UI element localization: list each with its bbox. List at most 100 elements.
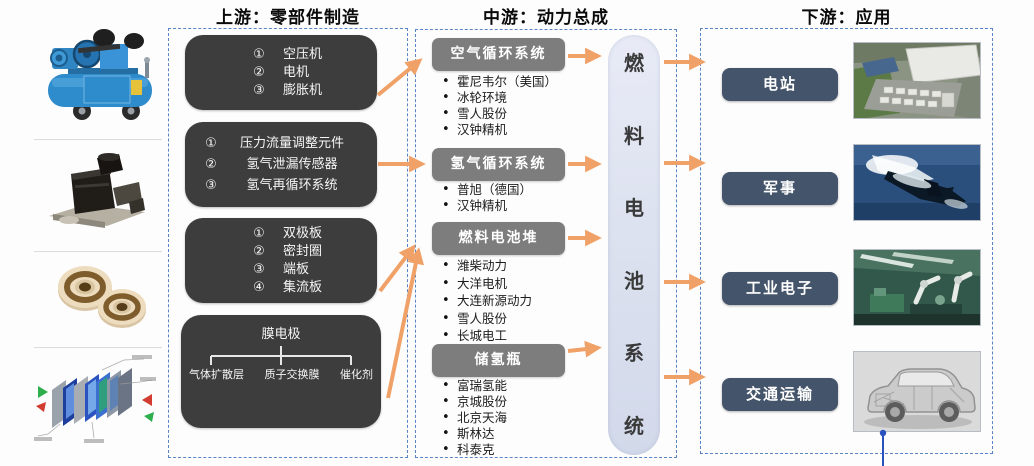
photo-divider xyxy=(34,139,162,140)
tree-child-label: 催化剂 xyxy=(340,368,373,381)
company-item: 大洋电机 xyxy=(440,275,610,293)
membrane-electrode-tree-box: 膜电极 气体扩散层 质子交换膜 催化剂 xyxy=(181,315,381,428)
upstream-panel xyxy=(168,28,408,458)
fuel-cell-stack-companies: 潍柴动力 大洋电机 大连新源动力 雪人股份 长城电工 xyxy=(440,257,610,345)
app-military-button: 军事 xyxy=(722,172,838,205)
capsule-char: 系 xyxy=(624,341,644,366)
company-item: 长城电工 xyxy=(440,327,610,345)
company-name: 北京天海 xyxy=(457,410,508,425)
item-label: 空压机 xyxy=(283,47,323,62)
photo-divider xyxy=(34,251,162,252)
hydrogen-storage-companies: 富瑞氢能 京城股份 北京天海 斯林达 科泰克 xyxy=(440,378,610,458)
item-number: ① xyxy=(253,47,265,62)
submarine-photo xyxy=(853,144,981,221)
capsule-char: 池 xyxy=(624,268,644,293)
company-item: 冰轮环境 xyxy=(440,90,610,106)
list-item: ③ 膨胀机 xyxy=(251,84,377,97)
company-item: 雪人股份 xyxy=(440,106,610,122)
company-name: 京城股份 xyxy=(457,394,508,409)
company-item: 普旭（德国） xyxy=(440,182,610,198)
photo-divider xyxy=(34,347,162,348)
list-item: ① 压力流量调整元件 xyxy=(203,137,365,150)
capsule-char: 料 xyxy=(624,123,644,148)
capsule-char: 统 xyxy=(624,413,644,438)
company-name: 大连新源动力 xyxy=(457,293,533,308)
item-label: 氢气再循环系统 xyxy=(246,178,338,193)
item-number: ① xyxy=(253,226,265,241)
downstream-header: 下游：应用 xyxy=(801,8,892,28)
item-number: ② xyxy=(205,157,217,172)
item-label: 电机 xyxy=(283,65,310,80)
company-item: 京城股份 xyxy=(440,394,610,410)
company-item: 大连新源动力 xyxy=(440,292,610,310)
list-item: ② 密封圈 xyxy=(251,245,377,258)
tree-connector xyxy=(210,346,352,365)
item-number: ③ xyxy=(253,262,265,277)
list-item: ① 空压机 xyxy=(251,48,377,61)
list-item: ② 电机 xyxy=(251,66,377,79)
company-name: 汉钟精机 xyxy=(457,122,508,137)
downstream-panel xyxy=(700,28,993,454)
company-item: 科泰克 xyxy=(440,442,610,458)
app-transportation-button: 交通运输 xyxy=(722,378,838,411)
company-item: 霍尼韦尔（美国） xyxy=(440,74,610,90)
air-system-parts-box: ① 空压机 ② 电机 ③ 膨胀机 xyxy=(185,35,377,110)
item-label: 集流板 xyxy=(283,280,323,295)
hydrogen-circulation-system-title: 氢气循环系统 xyxy=(432,148,565,181)
item-number: ② xyxy=(253,65,265,80)
list-item: ③ 端板 xyxy=(251,263,377,276)
app-industrial-electronics-button: 工业电子 xyxy=(722,272,838,305)
item-number: ① xyxy=(205,136,217,151)
app-power-station-button: 电站 xyxy=(722,68,838,101)
tree-child-label: 气体扩散层 xyxy=(189,368,244,381)
item-label: 氢气泄漏传感器 xyxy=(246,157,338,172)
list-item: ① 双极板 xyxy=(251,227,377,240)
upstream-header: 上游：零部件制造 xyxy=(216,8,360,28)
company-item: 汉钟精机 xyxy=(440,198,610,214)
tree-root-label: 膜电极 xyxy=(261,327,301,342)
air-circulation-system-title: 空气循环系统 xyxy=(432,38,565,71)
hydrogen-circulation-companies: 普旭（德国） 汉钟精机 xyxy=(440,182,610,214)
company-item: 雪人股份 xyxy=(440,310,610,328)
membrane-electrode-assembly-photo xyxy=(32,350,160,458)
company-item: 潍柴动力 xyxy=(440,257,610,275)
company-name: 霍尼韦尔（美国） xyxy=(457,74,558,89)
company-item: 北京天海 xyxy=(440,410,610,426)
company-name: 雪人股份 xyxy=(457,310,508,326)
fuel-cell-system-capsule: 燃 料 电 池 系 统 xyxy=(608,35,660,455)
power-station-photo xyxy=(853,42,981,119)
air-circulation-companies: 霍尼韦尔（美国） 冰轮环境 雪人股份 汉钟精机 xyxy=(440,74,610,138)
company-name: 普旭（德国） xyxy=(457,182,533,197)
company-name: 大洋电机 xyxy=(457,275,508,291)
hydrogen-storage-bottle-title: 储氢瓶 xyxy=(432,344,565,377)
company-name: 富瑞氢能 xyxy=(457,378,508,393)
company-item: 富瑞氢能 xyxy=(440,378,610,394)
company-name: 冰轮环境 xyxy=(457,90,508,105)
sealing-rings-photo xyxy=(52,262,152,334)
item-number: ③ xyxy=(253,83,265,98)
fuel-cell-car-photo xyxy=(853,351,981,432)
item-number: ② xyxy=(253,244,265,259)
item-label: 端板 xyxy=(283,262,310,277)
industrial-robots-photo xyxy=(853,249,981,326)
item-label: 双极板 xyxy=(283,226,323,241)
midstream-header: 中游：动力总成 xyxy=(483,8,609,28)
fuel-cell-stack-title: 燃料电池堆 xyxy=(432,222,565,255)
capsule-char: 电 xyxy=(624,196,644,221)
capsule-char: 燃 xyxy=(624,51,644,75)
air-compressor-photo xyxy=(38,24,160,126)
company-name: 斯林达 xyxy=(457,426,495,441)
company-name: 雪人股份 xyxy=(457,106,508,121)
item-label: 膨胀机 xyxy=(283,83,323,98)
tree-child-label: 质子交换膜 xyxy=(264,368,320,381)
company-name: 潍柴动力 xyxy=(457,258,508,273)
company-name: 汉钟精机 xyxy=(457,198,508,213)
company-item: 斯林达 xyxy=(440,426,610,442)
company-name: 科泰克 xyxy=(457,442,495,457)
item-label: 密封圈 xyxy=(283,244,323,259)
item-label: 压力流量调整元件 xyxy=(239,136,344,151)
